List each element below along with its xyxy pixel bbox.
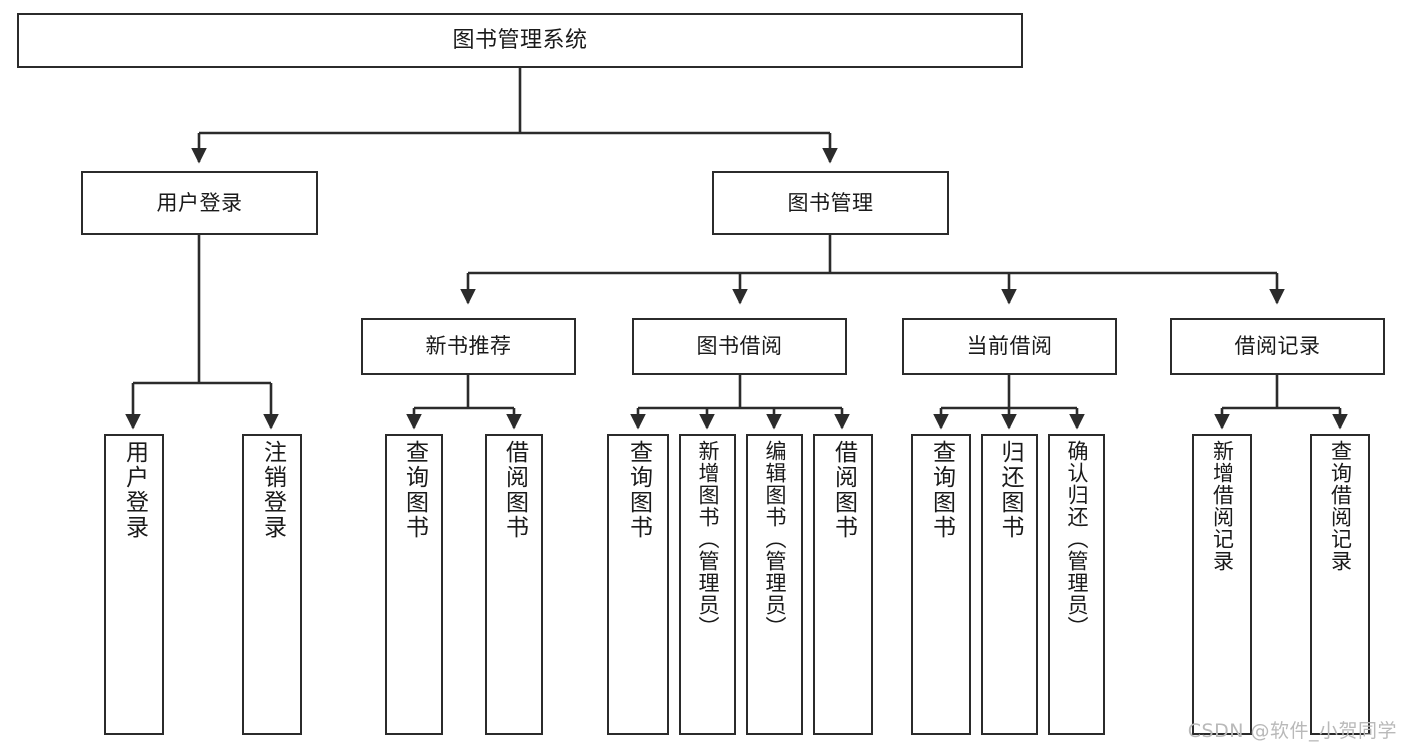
node-book-manage[interactable]: 图书管理 [712, 171, 949, 235]
node-leaf-add-book-label: 新增图书（管理员） [696, 440, 720, 638]
node-leaf-query-book-1[interactable]: 查询图书 [385, 434, 443, 735]
node-leaf-logout-label: 注销登录 [259, 440, 286, 540]
node-leaf-borrow-book-2[interactable]: 借阅图书 [813, 434, 873, 735]
node-root[interactable]: 图书管理系统 [17, 13, 1023, 68]
node-leaf-add-record-label: 新增借阅记录 [1210, 440, 1235, 572]
node-new-book-rec[interactable]: 新书推荐 [361, 318, 576, 375]
node-leaf-query-book-1-label: 查询图书 [401, 440, 428, 540]
node-borrow-record[interactable]: 借阅记录 [1170, 318, 1385, 375]
node-book-borrow-label: 图书借阅 [696, 334, 783, 359]
node-book-manage-label: 图书管理 [787, 190, 874, 215]
node-leaf-borrow-book-2-label: 借阅图书 [830, 440, 857, 540]
node-leaf-query-record-label: 查询借阅记录 [1328, 440, 1353, 572]
node-leaf-add-record[interactable]: 新增借阅记录 [1192, 434, 1252, 735]
node-leaf-query-book-3-label: 查询图书 [928, 440, 955, 540]
node-leaf-return-book[interactable]: 归还图书 [981, 434, 1038, 735]
node-leaf-query-book-2-label: 查询图书 [625, 440, 652, 540]
node-user-login[interactable]: 用户登录 [81, 171, 318, 235]
node-leaf-edit-book[interactable]: 编辑图书（管理员） [746, 434, 803, 735]
node-leaf-add-book[interactable]: 新增图书（管理员） [679, 434, 736, 735]
node-new-book-rec-label: 新书推荐 [425, 334, 512, 359]
node-current-borrow[interactable]: 当前借阅 [902, 318, 1117, 375]
node-current-borrow-label: 当前借阅 [966, 334, 1053, 359]
node-root-label: 图书管理系统 [452, 27, 588, 53]
node-borrow-record-label: 借阅记录 [1234, 334, 1321, 359]
node-leaf-logout[interactable]: 注销登录 [242, 434, 302, 735]
node-user-login-label: 用户登录 [156, 190, 243, 215]
node-leaf-query-book-2[interactable]: 查询图书 [607, 434, 669, 735]
node-leaf-user-login[interactable]: 用户登录 [104, 434, 164, 735]
node-leaf-edit-book-label: 编辑图书（管理员） [763, 440, 787, 638]
node-leaf-query-record[interactable]: 查询借阅记录 [1310, 434, 1370, 735]
node-leaf-borrow-book-1-label: 借阅图书 [501, 440, 528, 540]
node-leaf-user-login-label: 用户登录 [121, 440, 148, 540]
node-book-borrow[interactable]: 图书借阅 [632, 318, 847, 375]
node-leaf-confirm-return[interactable]: 确认归还（管理员） [1048, 434, 1105, 735]
node-leaf-borrow-book-1[interactable]: 借阅图书 [485, 434, 543, 735]
node-leaf-query-book-3[interactable]: 查询图书 [911, 434, 971, 735]
watermark: CSDN @软件_小贺同学 [1187, 720, 1397, 742]
node-leaf-confirm-return-label: 确认归还（管理员） [1065, 440, 1089, 638]
node-leaf-return-book-label: 归还图书 [997, 440, 1023, 540]
